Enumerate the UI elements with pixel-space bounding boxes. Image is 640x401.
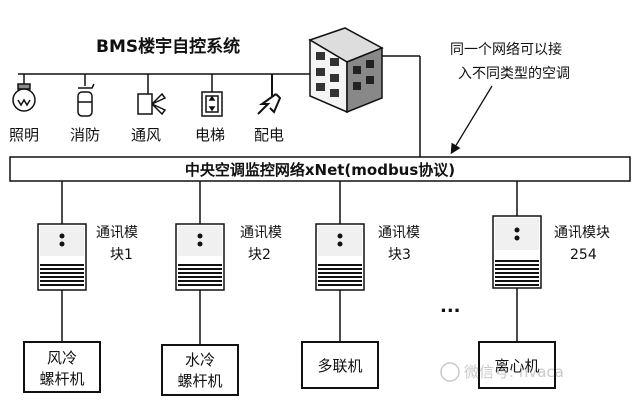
subsystem-label-power: 配电 — [254, 126, 284, 144]
fan-icon — [137, 74, 167, 116]
comm-module-1 — [37, 223, 87, 291]
comm-module-254 — [492, 215, 542, 289]
note-line-2: 入不同类型的空调 — [458, 66, 570, 82]
unit-4-line-1: 离心机 — [494, 357, 539, 375]
subsystem-label-fire: 消防 — [70, 126, 100, 144]
module-3-label-line-2: 块3 — [388, 247, 411, 263]
note-line-1: 同一个网络可以接 — [450, 41, 562, 58]
unit-1-line-2: 螺杆机 — [39, 370, 84, 388]
unit-centrifugal: 离心机 — [478, 341, 556, 389]
note-arrow — [450, 85, 493, 155]
network-bus: 中央空调监控网络xNet(modbus协议) — [9, 156, 631, 182]
watermark-text: 微信号: hvaca — [464, 363, 564, 381]
lightbulb-icon — [12, 74, 36, 112]
comm-module-2 — [175, 223, 225, 291]
diagram-title: BMS楼宇自控系统 — [96, 36, 240, 57]
subsystem-label-ventilation: 通风 — [131, 126, 161, 144]
module-254-label-line-1: 通讯模块 — [554, 225, 610, 241]
unit-water-cooled-screw: 水冷 螺杆机 — [161, 344, 239, 396]
lightning-icon — [257, 74, 282, 115]
module-1-label-line-1: 通讯模 — [96, 225, 138, 241]
unit-multi-split: 多联机 — [301, 341, 379, 389]
building-icon — [308, 27, 384, 114]
subsystem-label-elevator: 电梯 — [195, 126, 225, 144]
unit-1-line-1: 风冷 — [47, 349, 77, 367]
module-254-label-line-2: 254 — [570, 247, 597, 263]
unit-2-line-2: 螺杆机 — [177, 372, 222, 390]
module-3-label-line-1: 通讯模 — [378, 225, 420, 241]
ellipsis: ... — [440, 296, 461, 317]
unit-air-cooled-screw: 风冷 螺杆机 — [23, 341, 101, 393]
comm-module-3 — [315, 223, 365, 291]
subsystem-label-lighting: 照明 — [9, 126, 39, 144]
fire-extinguisher-icon — [77, 74, 95, 117]
elevator-icon — [201, 74, 223, 117]
unit-3-line-1: 多联机 — [317, 357, 362, 375]
network-bus-label: 中央空调监控网络xNet(modbus协议) — [185, 161, 455, 179]
unit-2-line-1: 水冷 — [185, 351, 215, 369]
watermark: 微信号: hvaca — [440, 362, 564, 382]
module-2-label-line-1: 通讯模 — [240, 225, 282, 241]
module-2-label-line-2: 块2 — [248, 247, 271, 263]
module-1-label-line-2: 块1 — [110, 247, 133, 263]
